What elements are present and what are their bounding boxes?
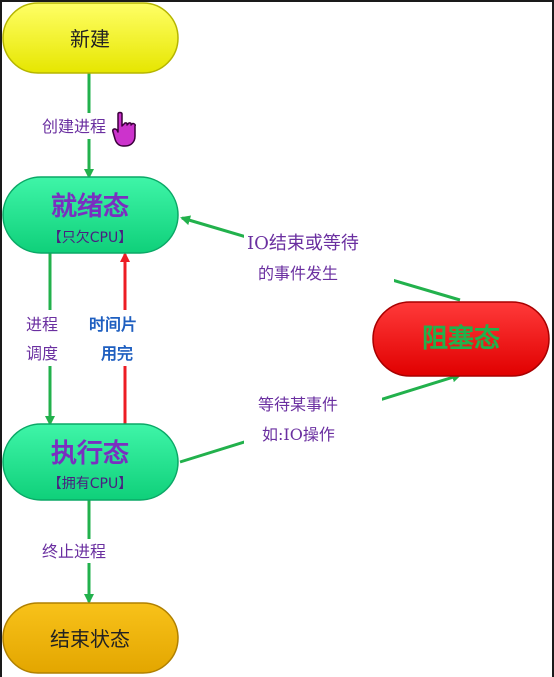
node-new-label: 新建 <box>70 27 110 51</box>
wait-label-line1: 等待某事件 <box>258 395 338 414</box>
timeslice-label-bg <box>86 310 166 366</box>
node-running-label: 执行态 <box>51 438 129 469</box>
wait-label-bg <box>244 392 382 446</box>
create-label: 创建进程 <box>42 117 106 136</box>
node-ready-sublabel: 【只欠CPU】 <box>48 230 132 246</box>
io-done-label-bg <box>244 228 394 286</box>
node-running-sublabel: 【拥有CPU】 <box>48 476 132 492</box>
schedule-label-line2: 调度 <box>26 344 58 363</box>
wait-label-line2: 如:IO操作 <box>262 425 335 444</box>
timeslice-label-line2: 用完 <box>101 344 133 363</box>
schedule-label-line1: 进程 <box>26 315 58 334</box>
node-blocked[interactable]: 阻塞态 <box>372 301 550 377</box>
node-terminated[interactable]: 结束状态 <box>2 602 179 674</box>
node-blocked-label: 阻塞态 <box>422 323 500 354</box>
node-ready[interactable]: 就绪态 【只欠CPU】 <box>2 176 179 254</box>
node-terminated-label: 结束状态 <box>50 627 130 651</box>
terminate-label-bg <box>38 539 138 563</box>
hand-pointer-icon <box>112 111 136 147</box>
node-ready-label: 就绪态 <box>51 191 129 222</box>
node-running[interactable]: 执行态 【拥有CPU】 <box>2 423 179 501</box>
io-done-label-line2: 的事件发生 <box>258 264 338 283</box>
node-new[interactable]: 新建 <box>2 2 179 74</box>
schedule-label-bg <box>22 310 78 366</box>
io-done-label-line1: IO结束或等待 <box>247 233 359 254</box>
timeslice-label-line1: 时间片 <box>89 315 137 334</box>
terminate-label: 终止进程 <box>42 542 106 561</box>
